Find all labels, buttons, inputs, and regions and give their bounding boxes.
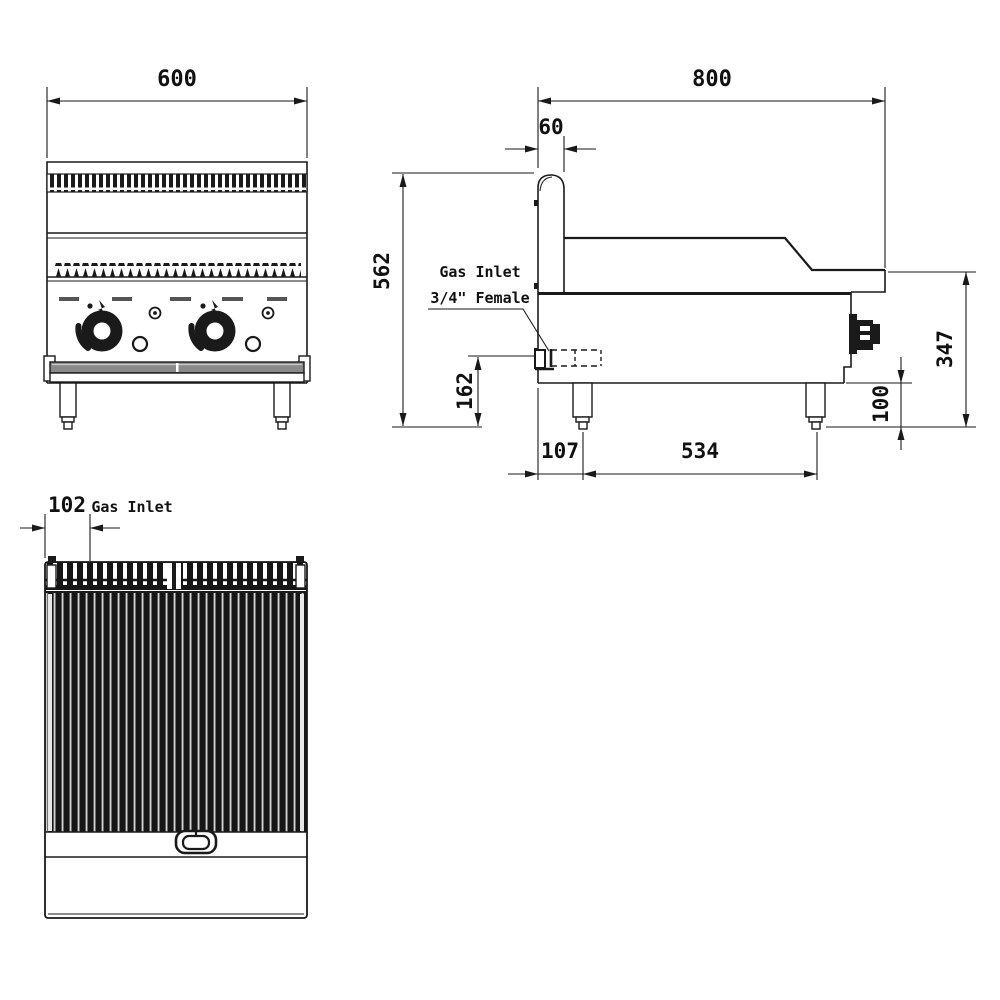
height-dimension: 562 — [370, 172, 534, 428]
height-dim-label: 562 — [370, 252, 394, 290]
front-unit-outline — [46, 161, 308, 384]
gas-inlet-fitting — [534, 349, 602, 371]
leg-offset-dim-label: 107 — [541, 439, 579, 463]
side-view: 800 60 562 Gas Inlet 3/4" Female — [370, 67, 976, 480]
leg-span-dim-label: 534 — [681, 439, 719, 463]
igniter-button-left[interactable] — [148, 306, 162, 320]
front-width-dimension: 600 — [46, 67, 308, 158]
gas-inlet-callout: Gas Inlet 3/4" Female — [428, 263, 550, 352]
drip-tray-handle[interactable] — [174, 829, 218, 855]
front-drip-tray — [43, 355, 311, 383]
pilot-hole-left — [131, 335, 149, 353]
splash-width-dimension: 60 — [505, 115, 596, 172]
burner-knob-left[interactable] — [78, 300, 122, 352]
top-unit — [44, 556, 308, 919]
side-unit-profile — [534, 174, 886, 430]
splash-dim-label: 60 — [538, 115, 563, 139]
side-width-dim-label: 800 — [692, 67, 732, 92]
front-legs — [59, 382, 291, 430]
top-outline — [44, 561, 308, 919]
pilot-hole-right — [244, 335, 262, 353]
top-view: 102 Gas Inlet — [20, 493, 308, 919]
side-knob-profile — [849, 314, 880, 354]
body-height-dim-label: 347 — [933, 330, 957, 368]
gas-inlet-label-line1: Gas Inlet — [439, 263, 520, 281]
side-legs — [572, 382, 826, 430]
gas-inlet-label-line2: 3/4" Female — [430, 289, 529, 307]
top-gas-inlet-label: Gas Inlet — [91, 498, 172, 516]
igniter-button-right[interactable] — [261, 306, 275, 320]
side-width-dimension: 800 — [537, 67, 886, 268]
front-control-panel — [59, 297, 287, 352]
front-grill-teeth — [53, 263, 301, 277]
front-view: 600 — [43, 67, 311, 430]
burner-knob-right[interactable] — [191, 300, 235, 352]
leg-height-dimension: 100 — [826, 357, 976, 450]
leg-spacing-dimensions: 107 534 — [508, 388, 818, 480]
body-height-dimension: 347 — [888, 271, 976, 427]
front-width-dim-label: 600 — [157, 67, 197, 92]
top-grate — [45, 593, 307, 832]
top-gas-offset-dimension: 102 Gas Inlet — [20, 493, 173, 561]
leg-height-dim-label: 100 — [869, 385, 893, 423]
gas-height-dimension: 162 — [453, 355, 534, 426]
front-vent-band — [46, 173, 308, 193]
gas-height-dim-label: 162 — [453, 372, 477, 410]
top-gas-offset-dim-label: 102 — [48, 493, 86, 517]
panel-vent-slots — [59, 297, 287, 301]
